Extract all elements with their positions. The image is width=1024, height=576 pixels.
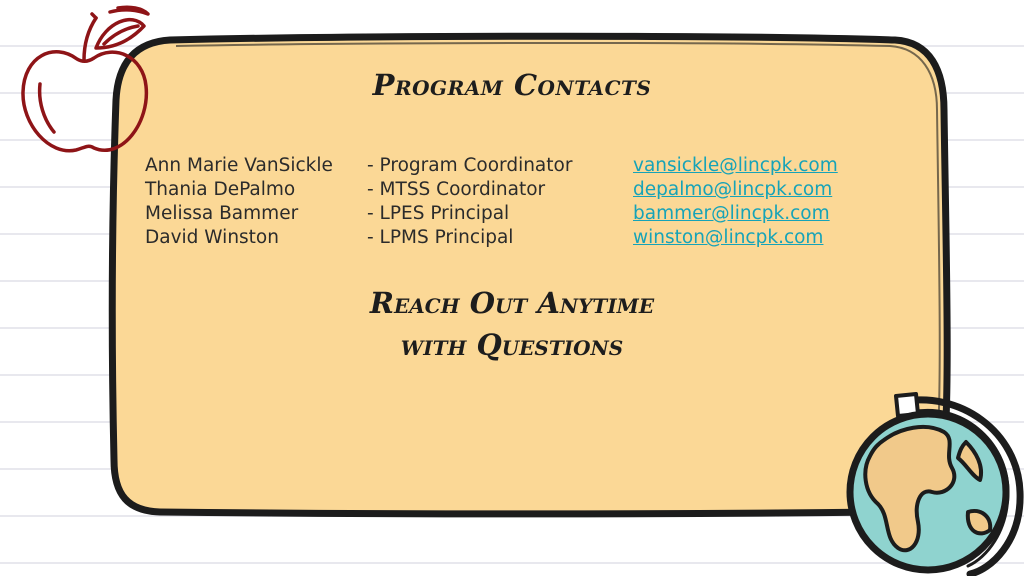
tagline-line: with Questions [400, 328, 624, 362]
page-title: Program Contacts [372, 68, 652, 102]
contact-role: - MTSS Coordinator [367, 179, 546, 200]
contact-name: Ann Marie VanSickle [145, 155, 333, 176]
contact-email-link[interactable]: winston@lincpk.com [633, 227, 824, 248]
contact-role: - Program Coordinator [367, 155, 573, 176]
contact-row: David Winston - LPMS Principal winston@l… [145, 227, 885, 251]
tagline-line: Reach Out Anytime [369, 286, 655, 320]
contact-name: Thania DePalmo [145, 179, 296, 200]
contact-role: - LPES Principal [367, 203, 510, 224]
apple-icon [21, 5, 150, 153]
globe-icon [846, 392, 1024, 576]
contact-email-link[interactable]: depalmo@lincpk.com [633, 179, 833, 200]
contacts-list: Ann Marie VanSickle - Program Coordinato… [145, 155, 885, 251]
contact-email-link[interactable]: bammer@lincpk.com [633, 203, 830, 224]
contact-name: Melissa Bammer [145, 203, 299, 224]
contact-name: David Winston [145, 227, 279, 248]
contact-row: Ann Marie VanSickle - Program Coordinato… [145, 155, 885, 179]
contact-role: - LPMS Principal [367, 227, 514, 248]
contact-row: Thania DePalmo - MTSS Coordinator depalm… [145, 179, 885, 203]
contact-row: Melissa Bammer - LPES Principal bammer@l… [145, 203, 885, 227]
contact-email-link[interactable]: vansickle@lincpk.com [633, 155, 838, 176]
tagline: Reach Out Anytime with Questions [250, 282, 774, 366]
